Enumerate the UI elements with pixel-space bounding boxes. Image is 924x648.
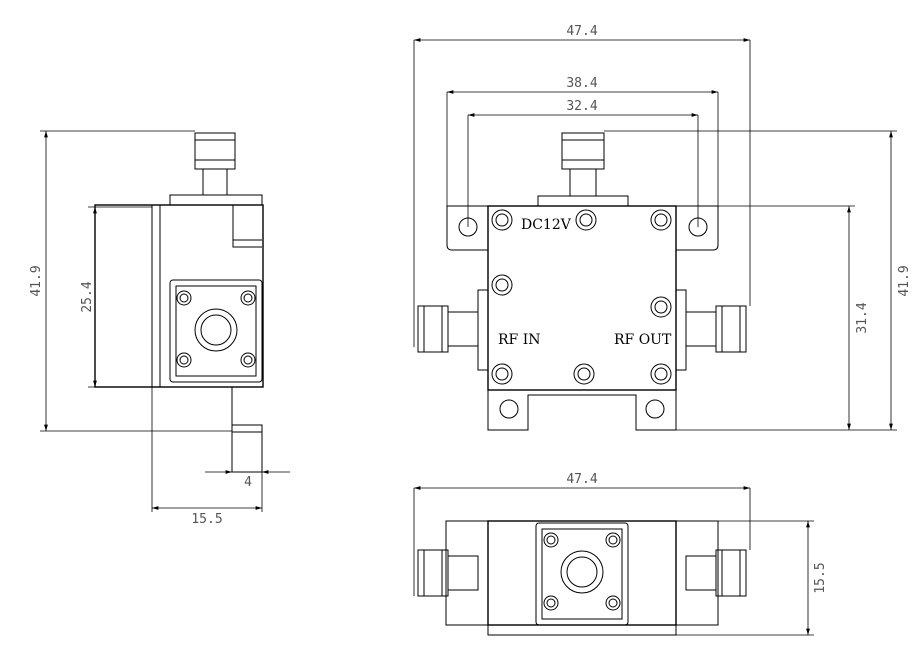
screw-holes [491,209,672,385]
bottom-view: 47.4 15.5 [413,472,828,636]
dim-side-depth: 15.5 [191,512,222,527]
dim-front-width-inner: 32.4 [566,99,597,114]
label-rf-out: RF OUT [614,332,672,348]
label-dc12v: DC12V [521,217,572,233]
dim-bottom-height: 15.5 [813,562,828,593]
dim-side-offset: 4 [244,475,252,490]
dim-front-height-body: 31.4 [855,302,870,333]
side-view: 41.9 25.4 15.5 4 [29,130,290,527]
dim-bottom-width: 47.4 [566,472,597,487]
dim-front-width-outer: 47.4 [566,24,597,39]
dim-side-height-total: 41.9 [29,265,44,296]
front-view: DC12V RF IN RF OUT 47.4 38.4 32.4 41.9 3… [413,24,912,431]
dim-front-height-total: 41.9 [897,265,912,296]
dim-side-height-body: 25.4 [80,281,95,312]
label-rf-in: RF IN [498,332,541,348]
dim-front-width-mid: 38.4 [566,76,597,91]
